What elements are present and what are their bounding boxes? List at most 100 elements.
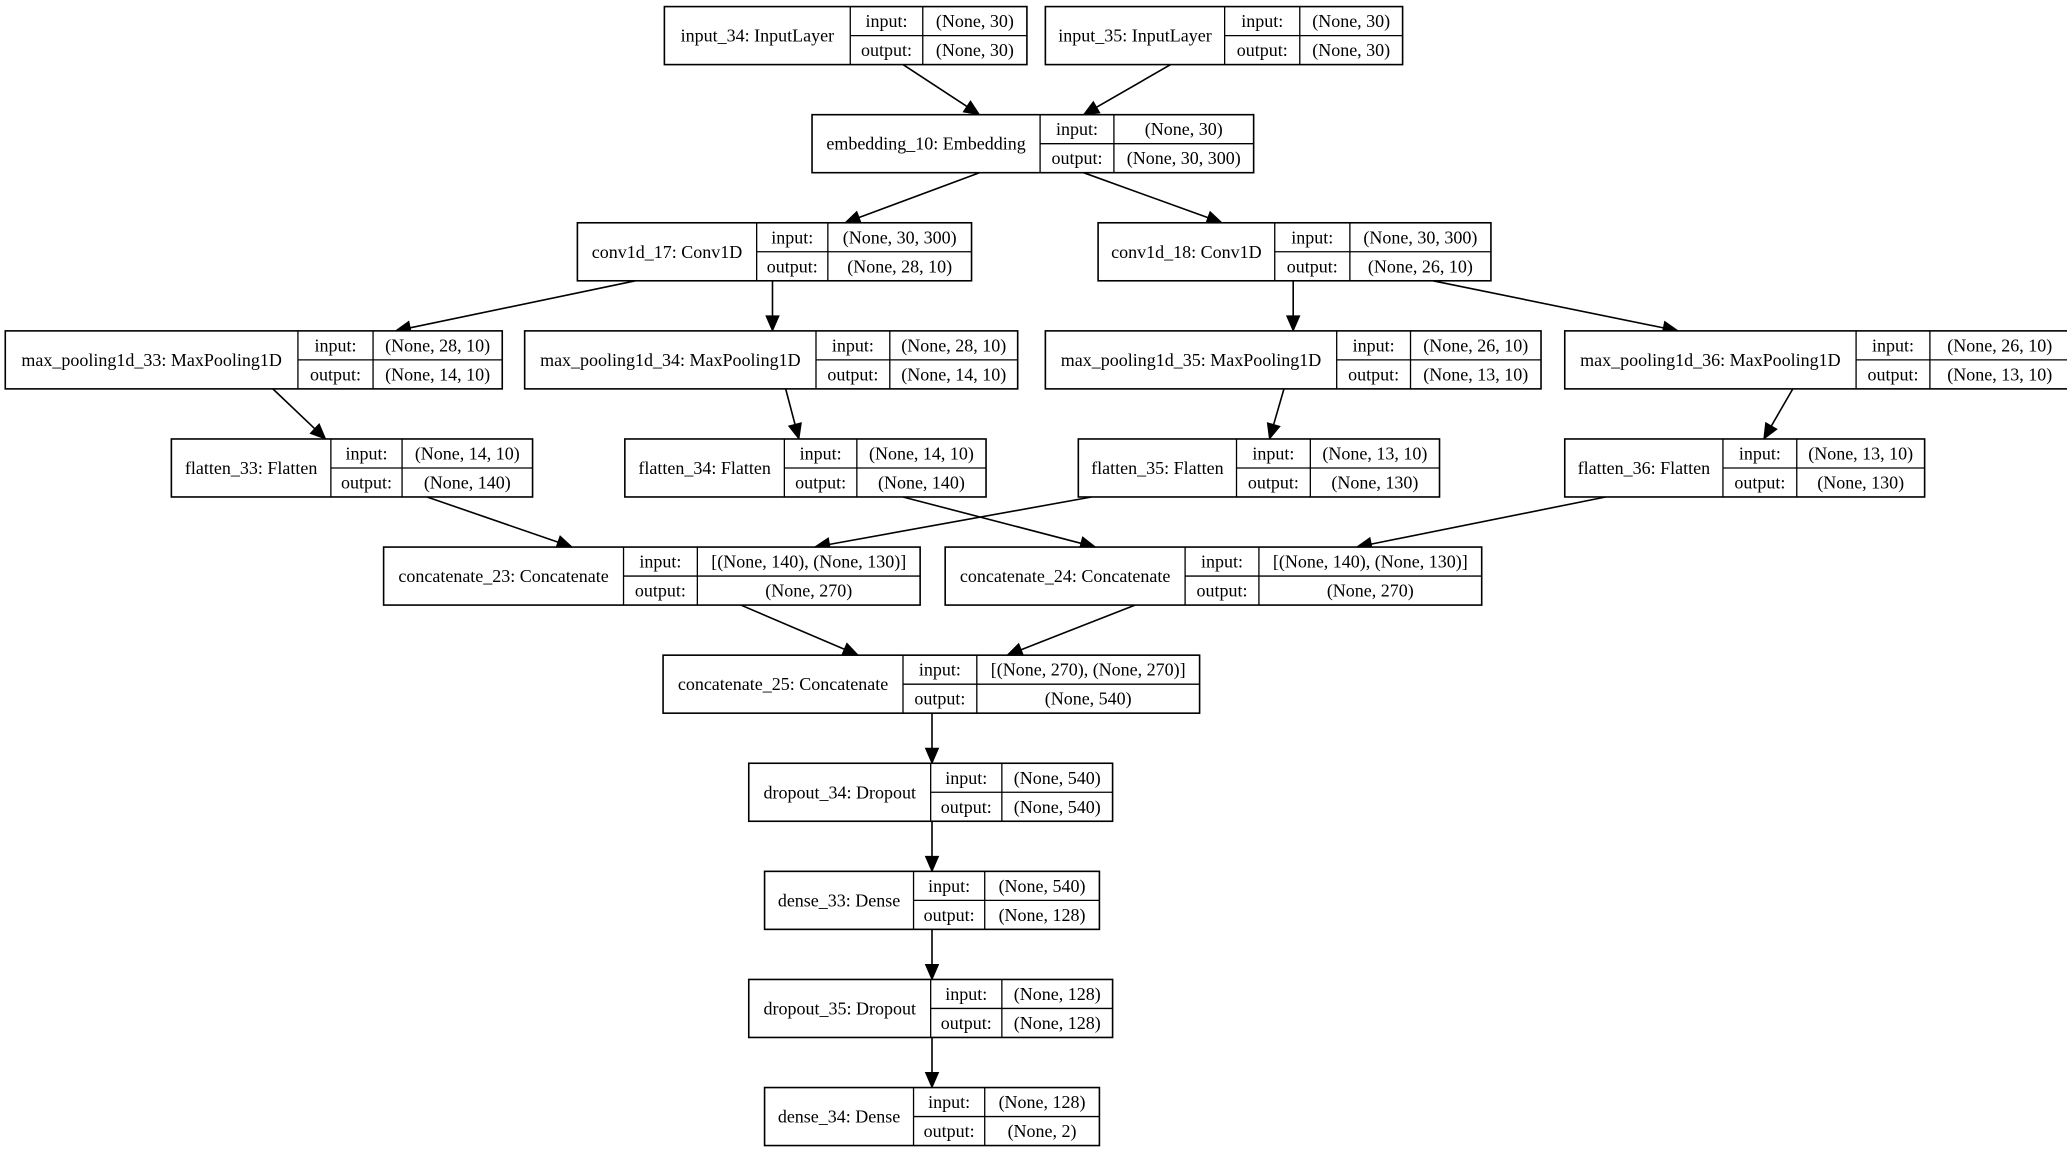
edge-arrow <box>924 929 940 981</box>
edge-arrow <box>1285 280 1301 333</box>
arrowhead <box>1285 315 1301 333</box>
input-shape: [(None, 270), (None, 270)] <box>991 660 1186 681</box>
input-label: input: <box>1872 335 1914 355</box>
input-shape: (None, 128) <box>1014 984 1101 1005</box>
layer-name: input_35: InputLayer <box>1058 26 1211 46</box>
edge-arrow <box>1266 388 1285 441</box>
layer-name: flatten_36: Flatten <box>1578 458 1710 478</box>
output-shape: (None, 28, 10) <box>847 256 952 277</box>
output-label: output: <box>1237 40 1288 60</box>
arrowhead <box>787 422 802 441</box>
arrowhead <box>1005 642 1025 657</box>
layer-name: dense_34: Dense <box>778 1107 900 1127</box>
layer-node: input_35: InputLayerinput:output:(None, … <box>1044 5 1404 66</box>
output-label: output: <box>861 40 912 60</box>
layer-name: embedding_10: Embedding <box>826 134 1025 154</box>
layer-name: dropout_34: Dropout <box>763 782 916 802</box>
input-label: input: <box>1353 335 1395 355</box>
edge-line <box>902 63 968 108</box>
edge-line <box>902 496 1082 545</box>
edge-line <box>1272 388 1285 425</box>
layer-name: input_34: InputLayer <box>681 26 834 46</box>
edge-arrow <box>843 171 980 225</box>
layer-node: max_pooling1d_33: MaxPooling1Dinput:outp… <box>4 330 504 390</box>
input-shape: (None, 26, 10) <box>1423 335 1528 356</box>
input-shape: (None, 540) <box>999 876 1086 897</box>
input-label: input: <box>314 335 356 355</box>
input-shape: [(None, 140), (None, 130)] <box>1273 552 1468 573</box>
arrowhead <box>1204 210 1224 225</box>
layer-node: input_34: InputLayer input: output: (None, … <box>663 5 1028 66</box>
arrowhead <box>924 855 940 873</box>
edge-line <box>426 496 559 543</box>
input-label: input: <box>800 443 842 463</box>
output-shape: (None, 14, 10) <box>901 364 1006 385</box>
output-shape: (None, 30, 300) <box>1127 148 1241 169</box>
input-label: input: <box>1252 443 1294 463</box>
input-label: input: <box>1291 227 1333 247</box>
output-label: output: <box>1287 256 1338 276</box>
output-shape: (None, 2) <box>1008 1121 1077 1142</box>
output-shape: (None, 128) <box>1014 1013 1101 1034</box>
edge-line <box>784 388 796 425</box>
edge-arrow <box>1082 63 1171 116</box>
edge-arrow <box>902 496 1097 551</box>
layer-name: max_pooling1d_35: MaxPooling1D <box>1061 350 1322 370</box>
output-shape: (None, 13, 10) <box>1947 364 2052 385</box>
edge-arrow <box>765 280 780 333</box>
output-shape: (None, 128) <box>999 905 1086 926</box>
output-label: output: <box>341 472 392 492</box>
output-label: output: <box>924 1121 975 1141</box>
edge-arrow <box>426 496 574 549</box>
layer-name: dense_33: Dense <box>778 890 900 910</box>
edge-line <box>1096 63 1171 108</box>
arrowhead <box>841 642 860 656</box>
edge-line <box>1432 280 1664 329</box>
input-label: input: <box>945 984 987 1004</box>
layer-node: max_pooling1d_35: MaxPooling1D input: outp… <box>1044 330 1542 390</box>
input-label: input: <box>1056 119 1098 139</box>
input-label: input: <box>928 876 970 896</box>
input-label: input: <box>1739 443 1781 463</box>
output-label: output: <box>1348 364 1399 384</box>
layer-name: dropout_35: Dropout <box>763 998 916 1018</box>
input-label: input: <box>866 11 908 31</box>
input-shape: (None, 28, 10) <box>385 335 490 356</box>
output-label: output: <box>1248 472 1299 492</box>
edge-line <box>1083 171 1209 219</box>
input-label: input: <box>345 443 387 463</box>
edge-arrow <box>394 280 636 335</box>
input-shape: (None, 30) <box>936 11 1014 32</box>
edges-layer <box>272 63 1794 1089</box>
edge-line <box>1770 388 1794 427</box>
arrowhead <box>309 422 327 440</box>
input-label: input: <box>919 660 961 680</box>
edge-line <box>1020 604 1136 651</box>
arrowhead <box>1082 100 1101 116</box>
edge-arrow <box>740 604 860 656</box>
input-shape: (None, 30) <box>1145 119 1223 140</box>
edge-line <box>1371 496 1606 545</box>
input-shape: (None, 128) <box>999 1092 1086 1113</box>
arrowhead <box>924 964 940 981</box>
input-label: input: <box>1201 552 1243 572</box>
layer-node: concatenate_23: Concatenateinput:output:… <box>382 546 921 606</box>
layer-node: max_pooling1d_36: MaxPooling1Dinput:outp… <box>1563 330 2067 390</box>
layer-name: concatenate_24: Concatenate <box>960 566 1170 586</box>
arrowhead <box>1763 421 1778 441</box>
output-label: output: <box>941 797 992 817</box>
arrowhead <box>924 747 940 765</box>
output-shape: (None, 540) <box>1045 689 1132 710</box>
output-label: output: <box>310 364 361 384</box>
input-shape: (None, 26, 10) <box>1947 335 2052 356</box>
input-label: input: <box>832 335 874 355</box>
